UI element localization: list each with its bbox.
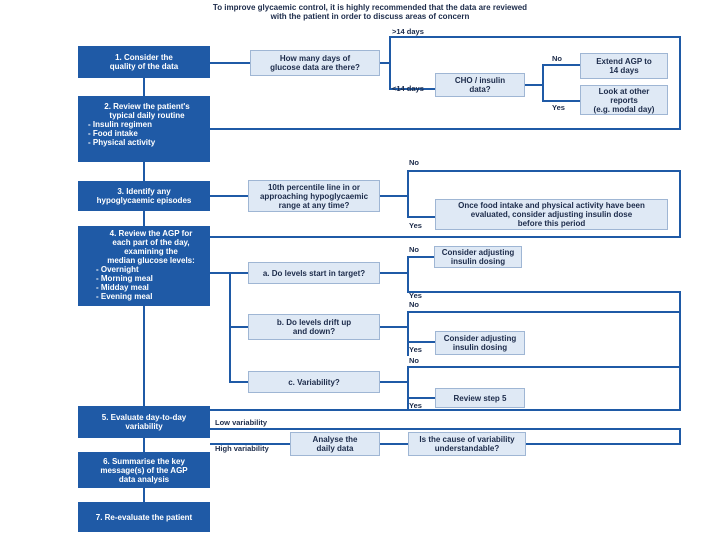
step-2-item: - Physical activity [88,138,156,147]
connector-variability-split [380,381,408,383]
question-days-of-data: How many days of glucose data are there? [250,50,380,76]
step-7-box: 7. Re-evaluate the patient [78,502,210,532]
question-10th-percentile: 10th percentile line in or approaching h… [248,180,380,212]
connector-drift-split [380,326,408,328]
connector-days-split [380,62,390,64]
label-no-drift: No [409,300,419,309]
connector-step-4-5 [143,306,145,406]
connector-tenth-no [407,170,680,172]
step-2-item: - Food intake [88,129,138,138]
connector-step-4-to-bracket [210,272,230,274]
header-line-1: To improve glycaemic control, it is high… [212,3,528,12]
question-cause-variability: Is the cause of variability understandab… [408,432,526,456]
connector-step-1-2 [143,78,145,96]
connector-step-1-question [210,62,250,64]
connector-tenth-vertical [407,170,409,218]
label-lt14: <14 days [392,84,424,93]
connector-gt14-to-right [389,36,680,38]
connector-start-yes-return [407,291,681,293]
label-high-variability: High variability [215,444,269,453]
question-start-target: a. Do levels start in target? [248,262,380,284]
connector-lt14-to-cho [389,88,435,90]
connector-step-3-question [210,195,248,197]
connector-variability-yes [407,397,435,399]
connector-cho-split [525,84,543,86]
label-low-variability: Low variability [215,418,268,427]
label-yes-tenth: Yes [409,221,422,230]
outcome-adjust-dosing-a: Consider adjusting insulin dosing [434,246,522,268]
step-2-item: - Insulin regimen [88,120,153,129]
connector-drift-no [407,311,681,313]
step-2-title: 2. Review the patient's typical daily ro… [104,102,190,120]
connector-step-6-7 [143,488,145,502]
outcome-extend-agp: Extend AGP to 14 days [580,53,668,79]
outcome-look-other-reports: Look at other reports (e.g. modal day) [580,85,668,115]
question-drift: b. Do levels drift up and down? [248,314,380,340]
connector-cho-vertical [542,64,544,102]
connector-step-5-6 [143,438,145,452]
label-yes-drift: Yes [409,345,422,354]
connector-right-return-top [679,36,681,130]
connector-return-to-step-5 [210,409,681,411]
connector-variability-no [407,366,681,368]
step-1-box: 1. Consider the quality of the data [78,46,210,78]
label-yes-cho: Yes [552,103,565,112]
connector-days-vertical [389,36,391,89]
outcome-review-step-5: Review step 5 [435,388,525,408]
label-yes-variability: Yes [409,401,422,410]
step-4-box: 4. Review the AGP for each part of the d… [78,226,210,306]
connector-low-return-right [679,428,681,445]
connector-step-2-3 [143,162,145,181]
connector-step-3-4 [143,211,145,226]
step-5-box: 5. Evaluate day-to-day variability [78,406,210,438]
step-2-box: 2. Review the patient's typical daily ro… [78,96,210,162]
connector-cho-yes [542,100,580,102]
step-4-item: - Overnight [96,265,139,274]
connector-variability-vertical [407,366,409,411]
label-no-variability: No [409,356,419,365]
connector-to-start-target [229,272,248,274]
connector-tenth-split [380,195,408,197]
connector-start-split [380,272,408,274]
outcome-adjust-dosing-b: Consider adjusting insulin dosing [435,331,525,355]
connector-to-drift [229,326,248,328]
connector-low-variability [210,428,681,430]
label-gt14: >14 days [392,27,424,36]
connector-return-to-step-2 [210,128,681,130]
connector-drift-yes [407,341,435,343]
connector-tenth-yes [407,216,435,218]
label-yes-start: Yes [409,291,422,300]
connector-drift-vertical [407,311,409,356]
step-4-item: - Midday meal [96,283,149,292]
connector-start-vertical [407,256,409,293]
question-cho-insulin: CHO / insulin data? [435,73,525,97]
step-6-box: 6. Summarise the key message(s) of the A… [78,452,210,488]
connector-tenth-return-right [679,170,681,238]
connector-start-return-right [679,291,681,411]
outcome-adjust-insulin-dose: Once food intake and physical activity h… [435,199,668,230]
connector-start-no [407,256,434,258]
label-no-cho: No [552,54,562,63]
connector-to-variability [229,381,248,383]
question-analyse-daily: Analyse the daily data [290,432,380,456]
step-4-title: 4. Review the AGP for each part of the d… [107,229,195,265]
header-line-2: with the patient in order to discuss are… [270,12,470,21]
step-3-box: 3. Identify any hypoglycaemic episodes [78,181,210,211]
connector-return-to-step-4 [210,236,681,238]
label-no-tenth: No [409,158,419,167]
step-4-item: - Evening meal [96,292,153,301]
connector-analyse-to-cause [380,443,408,445]
label-no-start: No [409,245,419,254]
question-variability: c. Variability? [248,371,380,393]
connector-cho-no [542,64,580,66]
step-4-item: - Morning meal [96,274,153,283]
